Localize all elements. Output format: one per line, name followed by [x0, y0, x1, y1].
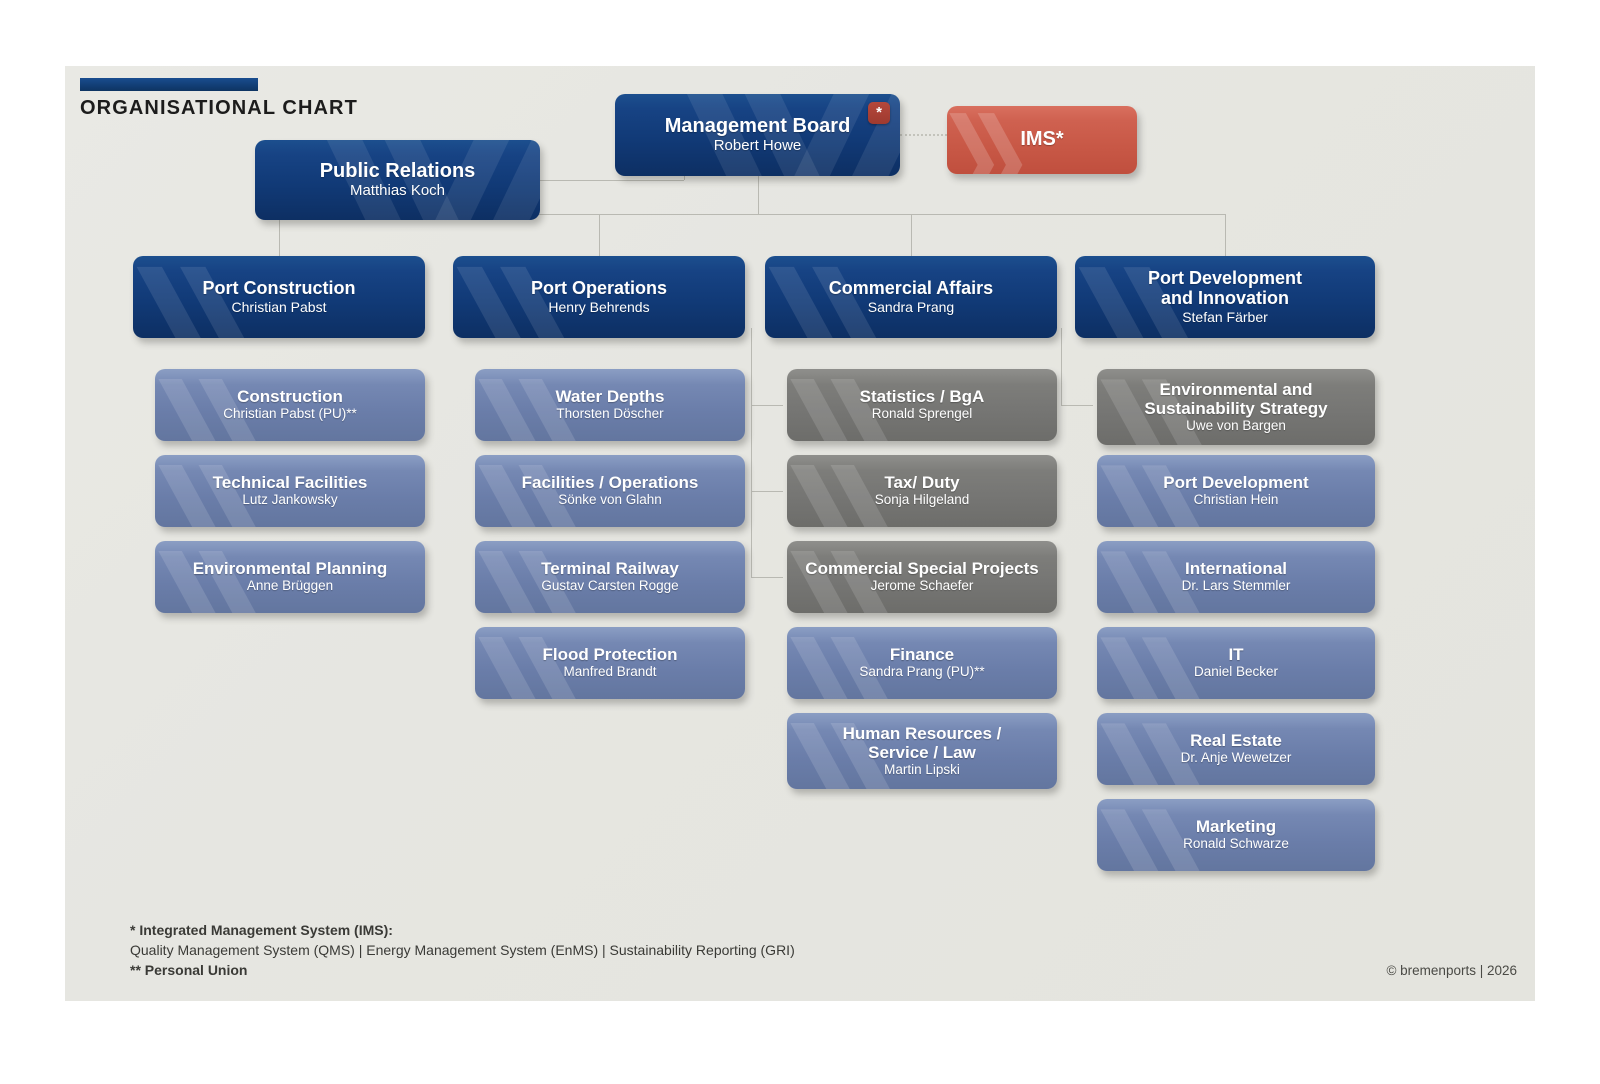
connector-line: [279, 214, 1225, 215]
node-title: Flood Protection: [542, 645, 678, 665]
node-person: Sönke von Glahn: [558, 492, 662, 508]
node-title: Port Operations: [530, 278, 668, 299]
node-title: IMS*: [1020, 128, 1064, 151]
connector-line: [1225, 214, 1226, 256]
connector-line: [751, 405, 783, 406]
connector-line: [751, 491, 783, 492]
node-title: Tax/ Duty: [884, 473, 960, 493]
node-title: Management Board: [664, 114, 851, 137]
node-title: Human Resources /Service / Law: [842, 723, 1002, 762]
asterisk-badge: *: [868, 102, 890, 124]
node-person: Dr. Lars Stemmler: [1181, 578, 1291, 594]
node-title: IT: [1228, 645, 1244, 665]
connector-line: [751, 577, 783, 578]
connector-line: [751, 328, 752, 577]
node-person: Gustav Carsten Rogge: [541, 578, 679, 594]
node-person: Daniel Becker: [1193, 664, 1279, 680]
node-person: Thorsten Döscher: [556, 406, 664, 422]
node-person: Christian Pabst (PU)**: [223, 406, 357, 422]
footnote-ims-detail: Quality Management System (QMS) | Energy…: [130, 942, 795, 958]
node-title: Statistics / BgA: [859, 387, 985, 407]
node-person: Manfred Brandt: [563, 664, 657, 680]
connector-line: [911, 214, 912, 256]
connector-line: [599, 214, 600, 256]
node-ims[interactable]: IMS*: [947, 106, 1137, 174]
node-person: Christian Pabst: [231, 298, 327, 315]
node-person: Anne Brüggen: [246, 578, 334, 594]
connector-line: [540, 180, 684, 181]
node-person: Ronald Schwarze: [1183, 836, 1289, 852]
node-title: Construction: [237, 387, 343, 407]
copyright-text: © bremenports | 2026: [1386, 963, 1517, 978]
node-person: Lutz Jankowsky: [242, 492, 338, 508]
node-person: Matthias Koch: [349, 182, 446, 200]
node-title: Port Construction: [202, 278, 356, 299]
node-person: Christian Hein: [1193, 492, 1279, 508]
node-person: Dr. Anje Wewetzer: [1180, 750, 1292, 766]
connector-line: [1061, 405, 1093, 406]
node-person: Sandra Prang: [867, 298, 955, 315]
node-person: Robert Howe: [713, 137, 802, 155]
node-title: Real Estate: [1190, 731, 1282, 751]
node-title: International: [1184, 559, 1287, 579]
node-person: Ronald Sprengel: [871, 406, 973, 422]
dotted-connector-line: [900, 134, 947, 136]
connector-line: [1061, 328, 1062, 405]
node-title: Public Relations: [319, 159, 476, 182]
node-person: Stefan Färber: [1182, 308, 1268, 325]
node-title: Water Depths: [555, 387, 665, 407]
node-person: Sandra Prang (PU)**: [859, 664, 985, 680]
node-person: Martin Lipski: [884, 761, 960, 777]
title-accent-rule: [80, 78, 258, 91]
node-title: Terminal Railway: [541, 559, 679, 579]
connector-line: [279, 214, 280, 256]
node-title: Commercial Affairs: [828, 278, 994, 299]
node-person: Jerome Schaefer: [870, 578, 974, 594]
page-title: ORGANISATIONAL CHART: [80, 97, 358, 119]
node-title: Marketing: [1195, 817, 1277, 837]
node-title: Commercial Special Projects: [805, 559, 1039, 579]
node-title: Finance: [889, 645, 955, 665]
footnote-ims-label: * Integrated Management System (IMS):: [130, 922, 393, 938]
node-person: Uwe von Bargen: [1186, 417, 1286, 433]
footnote-personal-union: ** Personal Union: [130, 962, 248, 978]
node-person: Sonja Hilgeland: [874, 492, 970, 508]
node-title: Facilities / Operations: [521, 473, 699, 493]
node-title: Port Development: [1163, 473, 1309, 493]
node-title: Technical Facilities: [212, 473, 368, 493]
node-title: Environmental Planning: [192, 559, 388, 579]
connector-line: [757, 176, 759, 214]
node-person: Henry Behrends: [548, 298, 650, 315]
